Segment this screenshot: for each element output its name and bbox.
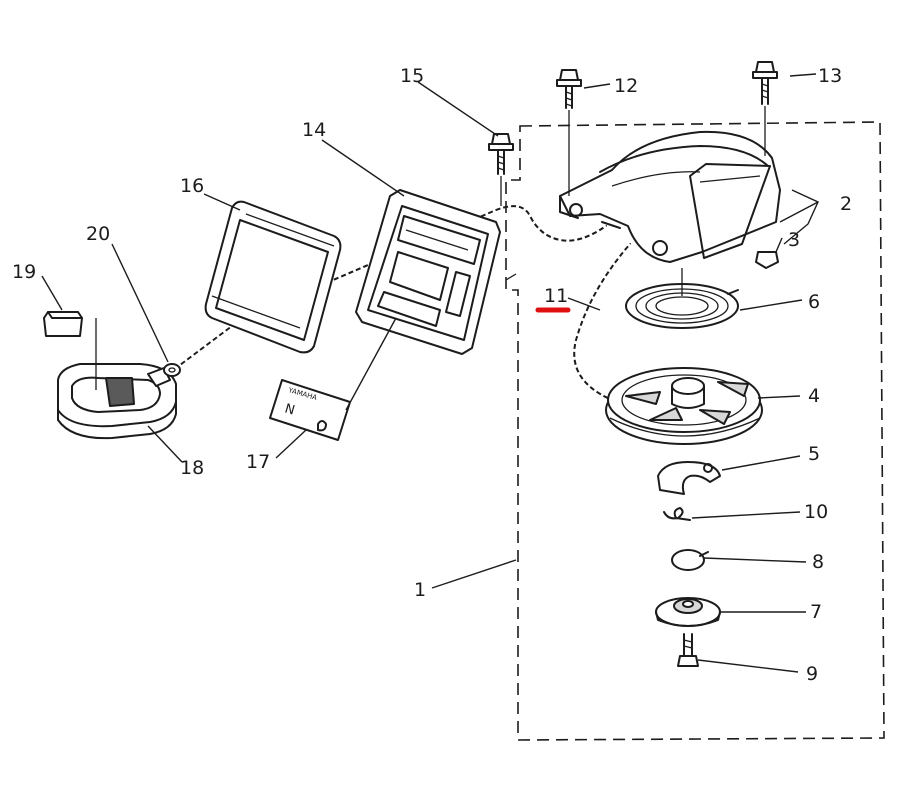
callout-5: 5 <box>808 443 820 465</box>
callout-18: 18 <box>180 457 204 479</box>
callout-labels: 15 12 13 14 16 2 3 20 19 11 6 4 5 18 17 … <box>12 65 852 685</box>
callout-12: 12 <box>614 75 638 97</box>
nut-3 <box>755 251 779 269</box>
callout-14: 14 <box>302 119 326 141</box>
pulley-4 <box>605 367 763 445</box>
callout-16: 16 <box>180 175 204 197</box>
callout-13: 13 <box>818 65 842 87</box>
decal-position-text: N <box>283 401 296 418</box>
starter-housing <box>559 130 781 263</box>
callout-19: 19 <box>12 261 36 283</box>
callout-10: 10 <box>804 501 828 523</box>
bolt-15 <box>488 133 514 175</box>
callout-6: 6 <box>808 291 820 313</box>
bolt-13 <box>752 61 778 105</box>
callout-8: 8 <box>812 551 824 573</box>
callout-3: 3 <box>788 229 800 251</box>
callout-17: 17 <box>246 451 270 473</box>
callout-9: 9 <box>806 663 818 685</box>
handle-grip-18 <box>57 363 177 440</box>
rubber-frame-16 <box>204 200 342 354</box>
callout-1: 1 <box>414 579 426 601</box>
washer-8 <box>671 549 709 571</box>
bushing-20 <box>163 363 181 377</box>
starter-cable-11 <box>175 204 632 402</box>
decal-17: YAMAHA N <box>269 379 351 441</box>
callout-11: 11 <box>544 285 568 307</box>
callout-7: 7 <box>810 601 822 623</box>
callout-2: 2 <box>840 193 852 215</box>
bolt-9 <box>677 633 699 667</box>
drive-plate-7 <box>655 597 721 627</box>
callout-20: 20 <box>86 223 110 245</box>
callout-4: 4 <box>808 385 820 407</box>
pawl-5 <box>657 461 721 495</box>
recoil-spring-6 <box>625 268 739 329</box>
assembly-boundary <box>505 121 885 741</box>
leader-lines <box>41 73 819 673</box>
callout-15: 15 <box>400 65 424 87</box>
clip-19 <box>43 311 97 390</box>
spring-10 <box>663 507 691 521</box>
bolt-12 <box>556 69 582 109</box>
cover-14 <box>355 189 501 355</box>
